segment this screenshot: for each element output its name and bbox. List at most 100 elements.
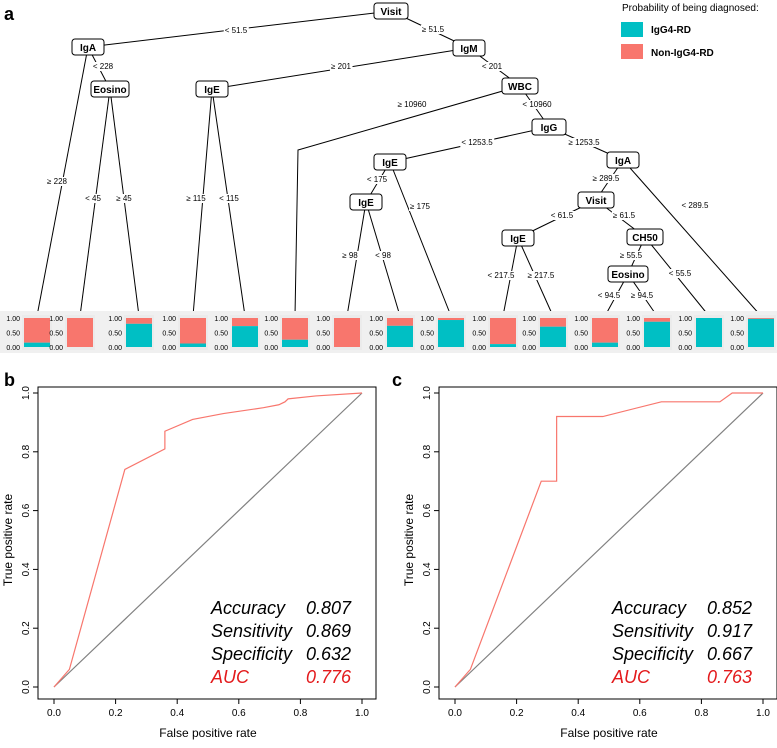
edge-label-bg [84,194,103,203]
leaf-bar-igg4 [387,325,413,347]
leaf-bar-non [748,318,774,319]
tree-node-box [195,80,229,98]
metric-value: 0.667 [707,644,753,664]
x-tick-label: 0.0 [47,708,61,719]
leaf-bar-non [644,318,670,322]
leaf-bar-non [282,318,308,340]
edge-label-bg [218,194,241,203]
leaf-bar-igg4 [592,342,618,347]
leaf-bar-igg4 [126,323,152,347]
edge-label: < 217.5 [488,271,515,280]
edge-label: < 289.5 [682,201,709,210]
leaf-bar-igg4 [748,318,774,347]
edge-label: < 115 [219,194,239,203]
leaf-bar-igg4 [696,318,722,347]
metric-name: AUC [611,667,651,687]
leaf-bar-non [67,318,93,347]
plot-frame [37,386,377,700]
leaf-bar-non [232,318,258,327]
edge-label-bg [486,271,517,280]
leaf-tick-label: 0.50 [6,331,20,338]
leaf-tick-label: 0.50 [162,331,176,338]
tree-node-box [373,2,409,20]
edge-label-bg [667,269,693,278]
leaf-tick-label: 0.50 [626,331,640,338]
leaf-tick-label: 0.50 [316,331,330,338]
tree-node-box [373,153,407,171]
legend-swatch-igg4 [621,22,643,37]
panel-label-b: b [4,370,15,390]
leaf-tick-label: 1.00 [678,316,692,323]
edge-label-bg [521,100,554,109]
tree-node-label: IgG [541,123,558,134]
edge-label: ≥ 55.5 [620,251,643,260]
edge-label: ≥ 1253.5 [568,138,600,147]
roc-curve [454,392,763,688]
edge-label: < 55.5 [669,269,692,278]
edge-label: ≥ 98 [342,251,358,260]
edge-label: ≥ 228 [47,177,68,186]
edge-label-bg [629,291,655,300]
leaf-bar-non [438,318,464,321]
tree-node-box [606,151,640,169]
edge-label: ≥ 61.5 [613,211,636,220]
leaf-tick-label: 1.00 [626,316,640,323]
tree-node-label: IgA [80,43,96,54]
leaf-tick-label: 0.50 [264,331,278,338]
leaf-tick-label: 0.00 [472,345,486,352]
diagonal-reference-line [53,392,363,688]
edge-label-bg [591,174,621,183]
leaf-tick-label: 1.00 [522,316,536,323]
edge-label: < 228 [93,62,114,71]
tree-node-box [531,118,567,136]
leaf-tick-label: 1.00 [472,316,486,323]
leaf-tick-label: 0.00 [108,345,122,352]
x-tick-label: 0.6 [232,708,246,719]
x-tick-label: 0.8 [694,708,708,719]
metric-name: Specificity [211,644,293,664]
panel-label-a: a [4,4,15,24]
plot-frame [438,386,777,700]
x-tick-label: 0.8 [293,708,307,719]
leaf-tick-label: 0.00 [369,345,383,352]
y-tick-label: 0.4 [422,562,433,576]
leaf-tick-label: 0.50 [472,331,486,338]
tree-node-box [349,193,383,211]
tree-node-label: Visit [381,7,403,18]
tree-node-label: Eosino [611,270,644,281]
edge-label-bg [223,26,249,35]
leaf-bar-non [540,318,566,327]
edge-label: ≥ 94.5 [631,291,654,300]
leaf-tick-label: 0.50 [420,331,434,338]
edge-label-bg [460,138,495,147]
leaf-bar-non [387,318,413,326]
x-tick-label: 0.2 [510,708,524,719]
leaf-tick-label: 0.50 [522,331,536,338]
edge-label-bg [526,271,556,280]
leaf-tick-label: 1.00 [49,316,63,323]
y-tick-label: 0.0 [422,680,433,694]
leaf-tick-label: 0.00 [6,345,20,352]
tree-node-label: WBC [508,82,532,93]
legend-title: Probability of being diagnosed: [622,3,759,14]
metric-name: Accuracy [210,598,286,618]
edge-label-bg [618,251,644,260]
metric-value: 0.807 [306,598,352,618]
tree-node-label: CH50 [632,233,658,244]
edge-label-bg [567,138,602,147]
y-axis-title: True positive rate [1,494,15,587]
y-tick-label: 0.8 [422,444,433,458]
y-tick-label: 1.0 [21,386,32,400]
tree-edge [622,159,762,317]
x-tick-label: 0.4 [571,708,585,719]
edge-label-bg [611,211,637,220]
leaf-bar-igg4 [282,339,308,347]
metric-value: 0.917 [707,621,753,641]
tree-node-box [501,229,535,247]
x-tick-label: 0.2 [109,708,123,719]
x-tick-label: 0.0 [448,708,462,719]
leaf-tick-label: 0.00 [522,345,536,352]
tree-node-box [501,77,539,95]
leaf-bar-non [180,318,206,344]
edge-label: ≥ 289.5 [593,174,620,183]
